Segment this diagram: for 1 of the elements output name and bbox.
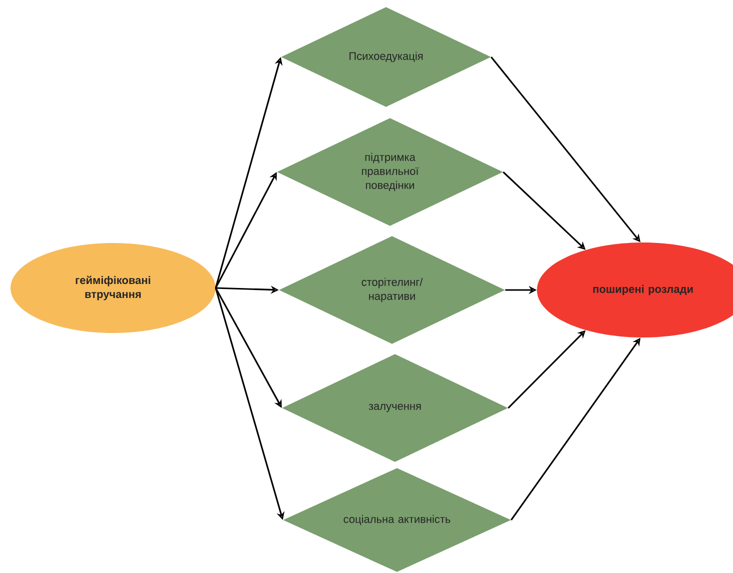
oval-node: гейміфіковані втручання <box>10 243 216 333</box>
